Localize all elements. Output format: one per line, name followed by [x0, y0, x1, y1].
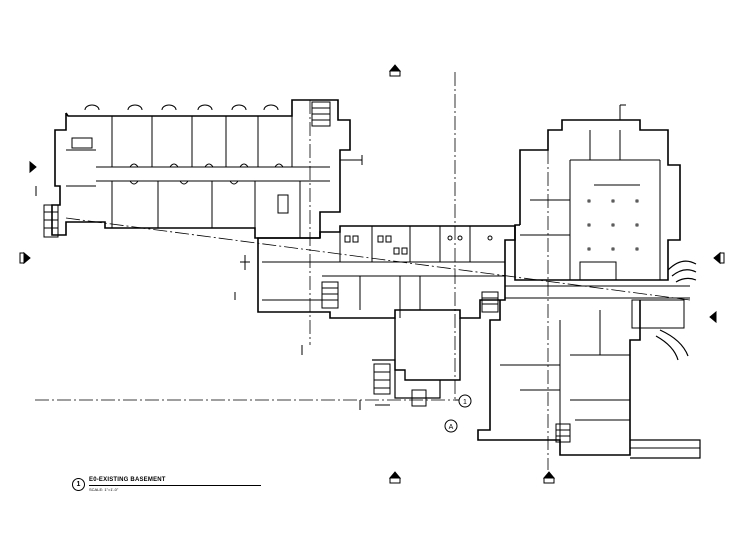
title-underline	[89, 485, 261, 486]
drawing-scale: SCALE: 1"=1'-0"	[89, 487, 119, 492]
center-lines	[35, 72, 691, 470]
drawing-title: E0-EXISTING BASEMENT	[89, 477, 166, 483]
drawing-title-block: 1 E0-EXISTING BASEMENT SCALE: 1"=1'-0"	[72, 475, 262, 497]
grid-bubble-a	[444, 419, 458, 433]
view-number: 1	[72, 478, 85, 491]
central-connector	[257, 225, 516, 407]
east-wing	[340, 104, 701, 459]
grid-bubble-1	[458, 394, 472, 408]
west-wing	[43, 99, 351, 239]
grid-label-1: 1	[463, 399, 467, 406]
grid-bubbles	[444, 394, 472, 433]
section-markers	[19, 64, 725, 484]
grid-label-a: A	[449, 424, 454, 431]
